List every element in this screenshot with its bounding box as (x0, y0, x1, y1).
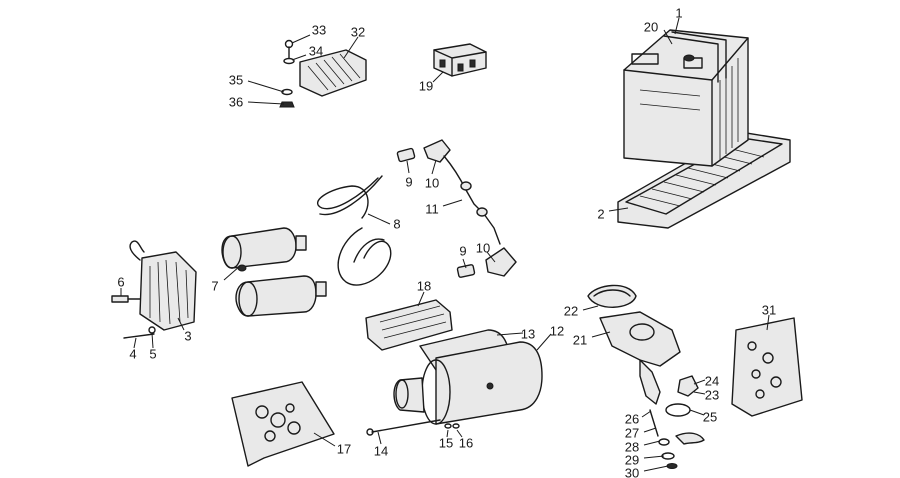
callout-label-14: 14 (374, 443, 388, 458)
callout-leader-22 (582, 305, 599, 311)
callout-label-26: 26 (625, 411, 639, 426)
starter-motor (366, 329, 543, 436)
callout-leader-8 (367, 213, 391, 225)
callout-leader-13 (496, 332, 524, 336)
callout-leader-4 (133, 337, 137, 349)
callout-leader-23 (693, 391, 706, 395)
callout-leader-18 (417, 291, 425, 307)
small-hardware (649, 409, 705, 469)
callout-label-22: 22 (564, 303, 578, 318)
callout-leader-12 (536, 333, 552, 351)
callout-label-20: 20 (644, 19, 658, 34)
callout-label-10: 10 (425, 175, 439, 190)
callout-leader-9 (462, 258, 467, 269)
callout-leader-15 (446, 429, 449, 438)
callout-leader-14 (377, 431, 382, 445)
callout-label-29: 29 (625, 452, 639, 467)
callout-label-27: 27 (625, 425, 639, 440)
callout-leader-31 (766, 314, 770, 331)
callout-leader-32 (343, 36, 359, 59)
callout-leader-10 (431, 159, 437, 175)
callout-label-25: 25 (703, 409, 717, 424)
callout-leader-2 (608, 207, 629, 212)
callout-label-16: 16 (459, 435, 473, 450)
callout-label-9: 9 (405, 174, 412, 189)
callout-leader-11 (442, 199, 463, 207)
callout-label-24: 24 (705, 373, 719, 388)
callout-label-5: 5 (149, 346, 156, 361)
callout-label-7: 7 (211, 278, 218, 293)
callout-leader-20 (663, 29, 673, 45)
callout-label-30: 30 (625, 465, 639, 478)
callout-label-19: 19 (419, 78, 433, 93)
callout-leader-25 (689, 409, 705, 416)
callout-leader-28 (643, 440, 661, 446)
callout-leader-36 (247, 101, 285, 105)
callout-leader-17 (313, 432, 336, 447)
callout-label-13: 13 (521, 326, 535, 341)
battery (623, 29, 749, 167)
gasket-kit-bag (231, 381, 335, 467)
callout-leader-24 (693, 379, 706, 385)
callout-leader-1 (674, 17, 680, 35)
callout-label-15: 15 (439, 435, 453, 450)
callout-label-1: 1 (675, 5, 682, 20)
callout-leader-9 (406, 160, 410, 174)
callout-leader-30 (643, 465, 669, 472)
voltage-regulator (279, 39, 367, 108)
callout-label-32: 32 (351, 24, 365, 39)
callout-leader-26 (641, 410, 652, 418)
hardware-kit-bag (731, 317, 803, 417)
callout-label-31: 31 (762, 302, 776, 317)
callout-leader-29 (643, 455, 665, 459)
callout-leader-21 (591, 331, 611, 338)
ignition-coils (221, 227, 327, 317)
callout-leader-34 (291, 54, 307, 61)
callout-label-36: 36 (229, 94, 243, 109)
callout-label-18: 18 (417, 278, 431, 293)
ignition-pickup (587, 284, 681, 405)
callout-label-11: 11 (425, 201, 439, 216)
pickup-small-parts (665, 375, 699, 417)
callout-label-17: 17 (337, 441, 351, 456)
callout-leader-33 (291, 34, 311, 44)
callout-leader-3 (177, 317, 185, 331)
callout-label-23: 23 (705, 387, 719, 402)
callout-leader-5 (151, 332, 154, 349)
callout-label-12: 12 (550, 323, 564, 338)
callout-label-9: 9 (459, 243, 466, 258)
callout-label-35: 35 (229, 72, 243, 87)
callout-label-34: 34 (309, 43, 323, 58)
callout-leader-7 (223, 265, 241, 281)
callout-leader-16 (456, 429, 463, 438)
callout-label-3: 3 (184, 328, 191, 343)
callout-leader-19 (432, 71, 444, 83)
callout-label-21: 21 (573, 332, 587, 347)
callout-label-28: 28 (625, 439, 639, 454)
callout-leader-27 (643, 427, 657, 433)
callout-leader-10 (486, 251, 496, 263)
callout-label-2: 2 (597, 206, 604, 221)
callout-label-33: 33 (312, 22, 326, 37)
relay-block (433, 43, 487, 77)
callout-leader-35 (247, 80, 285, 93)
callout-label-8: 8 (393, 216, 400, 231)
ignition-cables (316, 175, 392, 286)
callout-label-4: 4 (129, 346, 136, 361)
starter-cover (365, 299, 453, 351)
alternator (111, 240, 197, 339)
callout-label-10: 10 (476, 240, 490, 255)
callout-label-6: 6 (117, 274, 124, 289)
spark-plug-caps (396, 139, 517, 278)
